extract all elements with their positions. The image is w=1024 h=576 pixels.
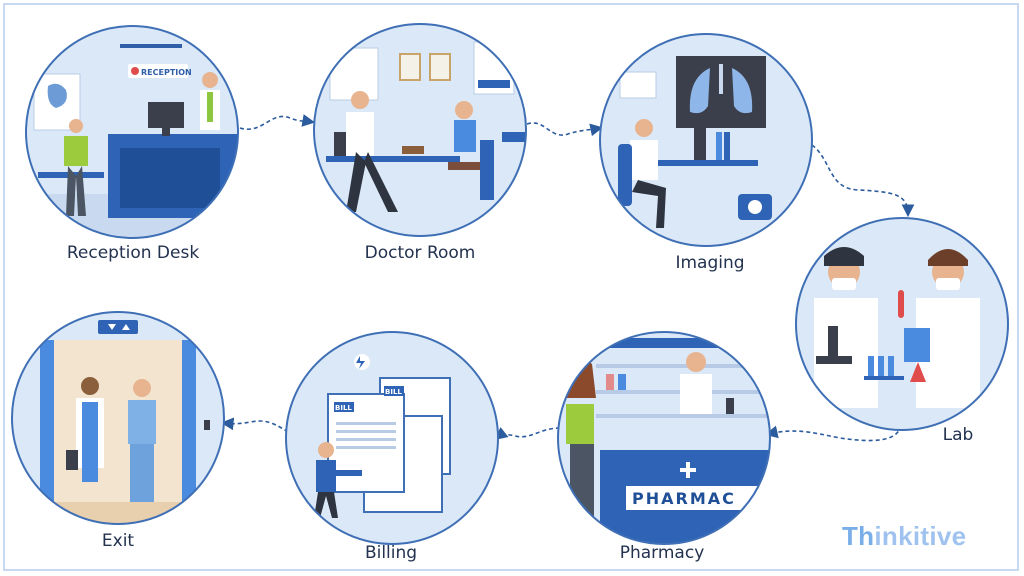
svg-text:PHARMAC: PHARMAC [632, 489, 736, 508]
arrow-lab-to-pharmacy [764, 417, 902, 442]
stage-label-imaging: Imaging [675, 253, 745, 273]
svg-text:BILL: BILL [335, 404, 352, 412]
arrow-pharmacy-to-billing [494, 427, 561, 440]
arrow-billing-to-exit [220, 417, 289, 433]
stage-label-billing: Billing [364, 543, 418, 563]
stage-label-exit: Exit [101, 531, 135, 551]
stage-label-doctor-room: Doctor Room [364, 243, 476, 263]
billing-illustration: BILL BILL [285, 331, 499, 545]
reception-illustration: RECEPTION [25, 25, 239, 239]
brand-logo: Thinkitive [842, 521, 966, 552]
stage-label-reception: Reception Desk [66, 243, 200, 263]
arrow-doctor-to-imaging [526, 122, 604, 137]
pharmacy-illustration: PHARMAC [557, 331, 771, 545]
svg-text:BILL: BILL [385, 388, 402, 396]
exit-illustration [11, 311, 225, 525]
brand-logo-part2: inkitive [874, 521, 967, 551]
arrow-reception-to-doctor [239, 114, 316, 131]
svg-text:RECEPTION: RECEPTION [141, 68, 192, 77]
doctor-room-illustration [313, 23, 527, 237]
page-frame [3, 3, 1019, 571]
brand-logo-part1: Th [842, 521, 875, 551]
stage-label-pharmacy: Pharmacy [619, 543, 705, 563]
arrow-imaging-to-lab [811, 144, 915, 218]
lab-illustration [795, 217, 1009, 431]
stage-label-lab: Lab [942, 425, 974, 445]
imaging-illustration [599, 33, 813, 247]
